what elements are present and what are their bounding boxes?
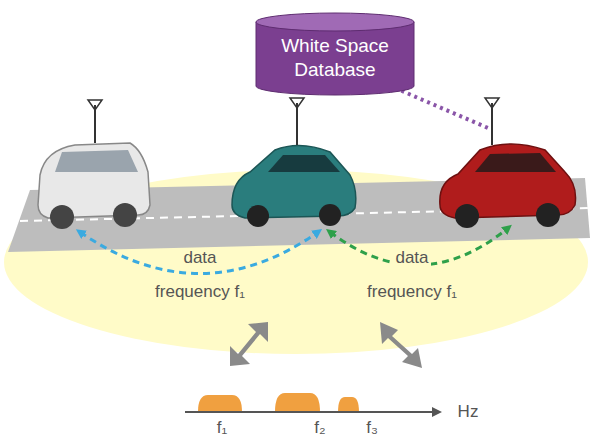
data-label: data: [181, 249, 218, 268]
database-label: White Space Database: [269, 34, 401, 82]
axis-label: f₂: [314, 419, 325, 438]
white-car: [38, 100, 150, 229]
red-car: [440, 98, 576, 228]
axis-label: f₁: [217, 419, 227, 438]
teal-car: [232, 98, 356, 227]
grey-arrows: [230, 322, 422, 368]
data-label: data: [393, 249, 430, 268]
database-cylinder: White Space Database: [255, 12, 415, 96]
data-arrow-blue: [80, 232, 318, 274]
unit-label: Hz: [458, 403, 479, 422]
frequency-label: frequency f₁: [153, 283, 247, 302]
database-link: [395, 88, 488, 128]
axis-label: f₃: [366, 419, 378, 438]
node-text-wrap: White Space Database: [255, 12, 415, 92]
frequency-label: frequency f₁: [365, 283, 459, 302]
spectrum: [185, 393, 440, 412]
